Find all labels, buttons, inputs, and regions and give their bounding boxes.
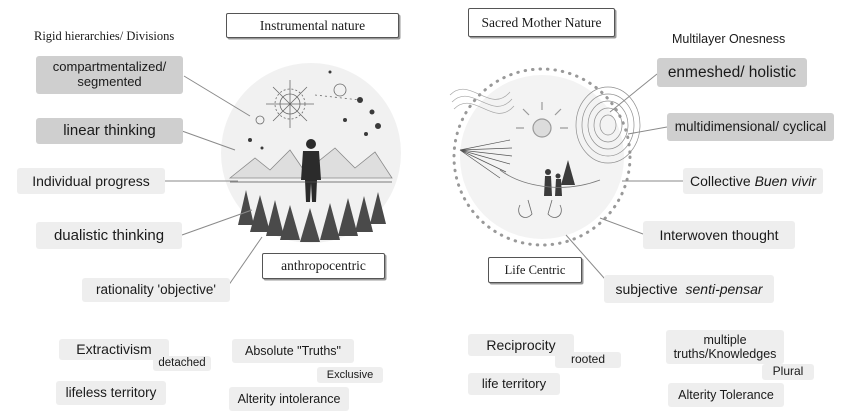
collective-text: Collective xyxy=(689,172,751,189)
plural-box: Plural xyxy=(762,364,814,380)
individual-progress-text: Individual progress xyxy=(32,172,150,189)
enmeshed-holistic-text: enmeshed/ holistic xyxy=(667,63,797,81)
linear-thinking-text: linear thinking xyxy=(63,122,156,140)
life-centric-label-text: Life Centric xyxy=(504,262,566,277)
detached-text: detached xyxy=(158,356,206,369)
extractivism-box: Extractivism xyxy=(59,339,169,360)
life-centric-label: Life Centric xyxy=(488,257,582,283)
multidimensional-box: multidimensional/ cyclical xyxy=(667,113,834,141)
dualistic-thinking-box: dualistic thinking xyxy=(36,222,182,249)
plural-text: Plural xyxy=(772,364,804,379)
interwoven-thought-text: Interwoven thought xyxy=(659,226,779,243)
alterity-intolerance-text: Alterity intolerance xyxy=(237,391,341,406)
dualistic-thinking-text: dualistic thinking xyxy=(53,226,165,244)
subjective-text: subjective xyxy=(615,280,678,297)
rigid-hierarchies-heading: Rigid hierarchies/ Divisions xyxy=(34,29,175,43)
rooted-box: rooted xyxy=(555,352,621,368)
alterity-tolerance-text: Alterity Tolerance xyxy=(678,387,774,402)
life-centric-circle-illustration xyxy=(449,67,641,247)
lifeless-territory-text: lifeless territory xyxy=(65,385,157,401)
rationality-objective-text: rationality 'objective' xyxy=(96,282,216,298)
exclusive-text: Exclusive xyxy=(326,368,374,381)
interwoven-thought-box: Interwoven thought xyxy=(643,221,795,249)
reciprocity-text: Reciprocity xyxy=(486,336,556,353)
extractivism-text: Extractivism xyxy=(76,341,152,358)
individual-progress-box: Individual progress xyxy=(17,168,165,194)
rationality-objective-box: rationality 'objective' xyxy=(82,278,230,302)
lifeless-territory-box: lifeless territory xyxy=(56,381,166,405)
detached-box: detached xyxy=(153,356,211,371)
linear-thinking-box: linear thinking xyxy=(36,118,183,144)
anthropocentric-circle-illustration xyxy=(221,63,401,243)
exclusive-box: Exclusive xyxy=(317,367,383,383)
enmeshed-holistic-box: enmeshed/ holistic xyxy=(657,58,807,87)
multiple-truths-box: multiple truths/Knowledges xyxy=(666,330,784,364)
collective-buen-vivir-box: Collective Buen vivir xyxy=(683,168,823,194)
absolute-truths-box: Absolute "Truths" xyxy=(232,339,354,363)
sacred-mother-nature-title-text: Sacred Mother Nature xyxy=(481,14,602,30)
multilayer-onesness-heading: Multilayer Onesness xyxy=(672,32,786,46)
multiple-truths-text: multiple truths/Knowledges xyxy=(673,332,777,361)
buen-vivir-text: Buen vivir xyxy=(754,172,817,189)
subjective-senti-pensar-box: subjective senti-pensar xyxy=(604,275,774,303)
anthropocentric-label: anthropocentric xyxy=(262,253,385,279)
alterity-intolerance-box: Alterity intolerance xyxy=(229,387,349,411)
anthropocentric-label-text: anthropocentric xyxy=(281,258,366,273)
life-territory-text: life territory xyxy=(481,375,547,391)
life-territory-box: life territory xyxy=(468,373,560,395)
reciprocity-box: Reciprocity xyxy=(468,334,574,356)
instrumental-nature-title-text: Instrumental nature xyxy=(259,17,366,33)
multidimensional-text: multidimensional/ cyclical xyxy=(674,119,827,135)
alterity-tolerance-box: Alterity Tolerance xyxy=(668,383,784,407)
absolute-truths-text: Absolute "Truths" xyxy=(245,343,341,358)
compartmentalized-text: compartmentalized/ segmented xyxy=(52,59,167,89)
senti-pensar-text: senti-pensar xyxy=(685,280,763,297)
compartmentalized-box: compartmentalized/ segmented xyxy=(36,56,183,94)
sacred-mother-nature-title: Sacred Mother Nature xyxy=(468,8,615,37)
instrumental-nature-title: Instrumental nature xyxy=(226,13,399,38)
rooted-text: rooted xyxy=(570,352,606,367)
